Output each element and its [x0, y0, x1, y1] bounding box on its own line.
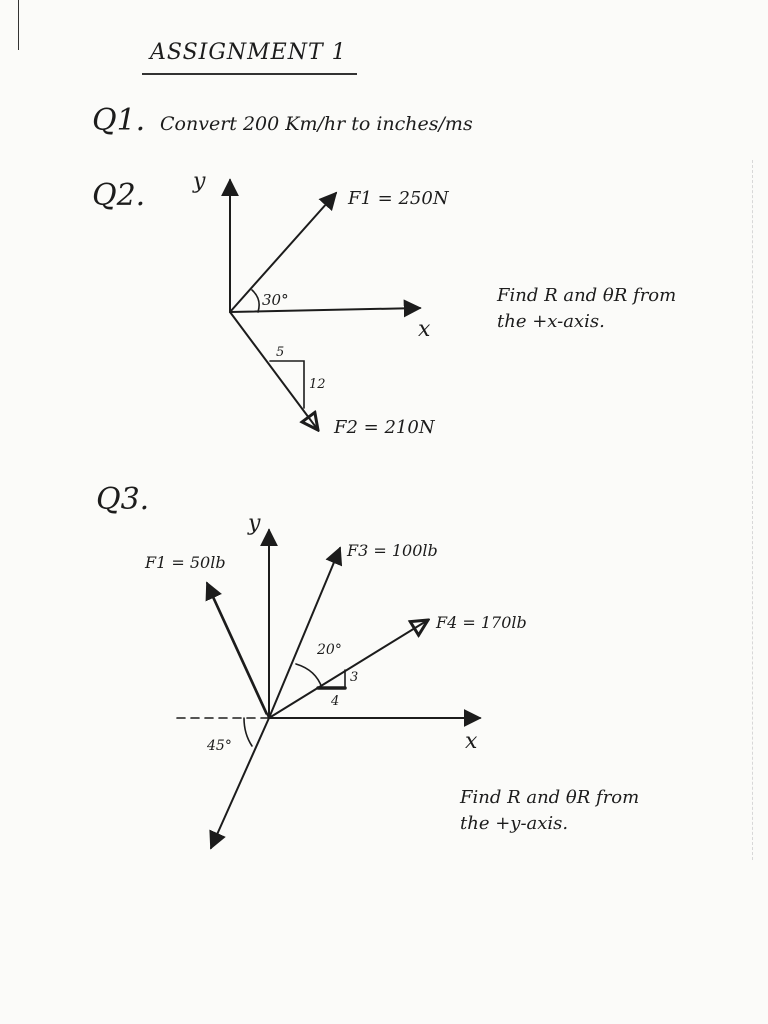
q3-f4-vector	[268, 620, 428, 719]
q3-f2-vector	[209, 717, 270, 850]
q3-f3-vector	[268, 546, 343, 719]
q3-f1-vector-double	[210, 593, 267, 715]
q2-f1-label: F1 = 250N	[347, 188, 450, 209]
q2-note-line2: the +x-axis.	[497, 311, 605, 332]
page-edge-line	[18, 0, 19, 50]
q3-slope-run: 4	[330, 694, 339, 709]
q3-note: Find R and θR from the +y-axis.	[460, 785, 639, 837]
q2-note: Find R and θR from the +x-axis.	[497, 283, 676, 335]
q2-f1-vector	[229, 191, 338, 313]
q2-y-label: y	[192, 169, 206, 194]
q3-angle-arc-45	[243, 717, 253, 747]
q2-angle-arc	[251, 289, 260, 313]
page-title: ASSIGNMENT 1	[150, 40, 347, 65]
q2-slope-triangle	[269, 360, 305, 409]
q2-slope-run: 5	[276, 345, 284, 360]
q2-x-axis	[229, 299, 422, 318]
q2-note-line1: Find R and θR from	[497, 285, 677, 306]
q3-slope-rise: 3	[350, 670, 358, 685]
q2-label: Q2.	[92, 178, 146, 213]
q2-angle-label: 30°	[262, 291, 289, 309]
q3-f1-label: F1 = 50lb	[144, 553, 226, 572]
q3-f3-label: F3 = 100lb	[346, 541, 438, 560]
q3-note-line2: the +y-axis.	[460, 813, 569, 834]
q2-slope-rise: 12	[309, 377, 326, 392]
q3-angle-45-label: 45°	[206, 738, 232, 754]
q2-diagram	[221, 178, 422, 430]
q2-x-label: x	[418, 317, 431, 342]
q3-angle-20-label: 20°	[316, 642, 342, 658]
q3-f1-vector	[205, 581, 270, 719]
q3-f4-label: F4 = 170lb	[435, 613, 527, 632]
q2-f2-vector	[229, 311, 318, 430]
q3-diagram	[175, 528, 482, 850]
page-edge-shadow	[752, 160, 754, 860]
q3-x-label: x	[465, 729, 478, 754]
q3-note-line1: Find R and θR from	[460, 787, 640, 808]
q3-y-label: y	[247, 511, 261, 536]
title-underline	[142, 73, 357, 75]
q1-text: Convert 200 Km/hr to inches/ms	[160, 113, 473, 135]
q2-f2-label: F2 = 210N	[333, 417, 436, 438]
q1-label: Q1.	[92, 103, 146, 138]
q3-label: Q3.	[96, 482, 150, 517]
q3-angle-arc-20	[295, 663, 323, 689]
